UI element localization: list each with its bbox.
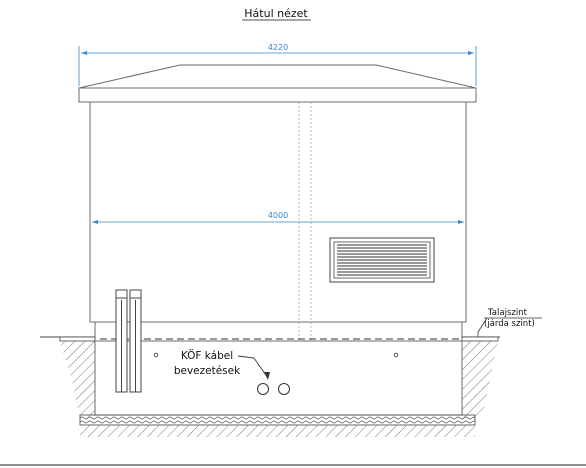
cable-entry-label-line1: KÖF kábel: [181, 349, 233, 362]
ground-level-label-line1: Talajszint: [487, 308, 528, 318]
basement: [94, 340, 463, 416]
cable-entry-label-line2: bevezetések: [174, 365, 241, 377]
ground-left: [40, 336, 96, 418]
ground-right: [461, 336, 500, 418]
cable-entry-1: [257, 383, 269, 395]
body-width-label: 4000: [268, 211, 288, 220]
gravel-bed: [79, 414, 476, 437]
ground-level-label-line2: (járda szint): [484, 319, 535, 329]
anchor-hole-left: [153, 352, 159, 358]
ventilation-grille: [329, 237, 435, 283]
ground-level-leader: [477, 317, 488, 337]
building-body: [89, 101, 467, 338]
cable-pipes: [115, 289, 142, 393]
cable-entry-2: [278, 383, 290, 395]
anchor-hole-right: [393, 352, 399, 358]
body-width-dimension: 4000: [92, 211, 464, 224]
cable-entry-leader: [237, 355, 269, 379]
roof-width-dimension: 4220: [78, 43, 477, 86]
drawing-title: Hátul nézet: [244, 7, 308, 20]
roof: [78, 64, 477, 103]
roof-width-label: 4220: [268, 43, 288, 52]
